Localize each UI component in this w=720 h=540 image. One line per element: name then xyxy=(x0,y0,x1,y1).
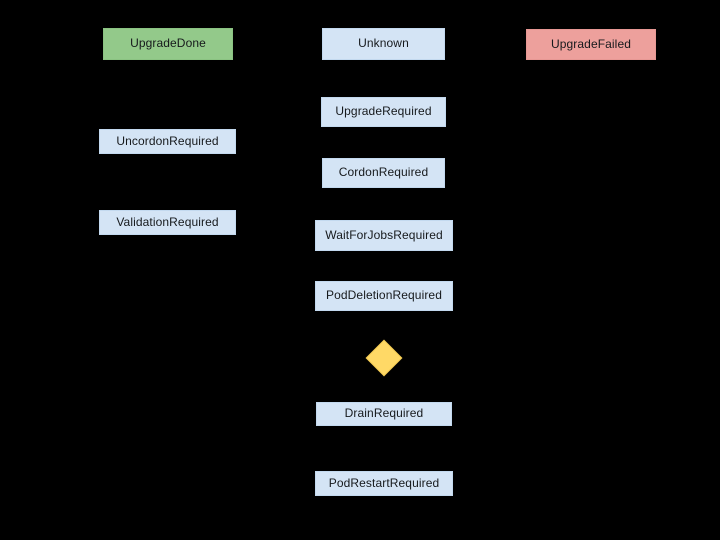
node-uncordon-required[interactable]: UncordonRequired xyxy=(99,129,236,154)
node-label: PodRestartRequired xyxy=(328,475,440,490)
node-pod-deletion-required[interactable]: PodDeletionRequired xyxy=(315,281,453,311)
node-upgrade-required[interactable]: UpgradeRequired xyxy=(321,97,446,127)
node-label: PodDeletionRequired xyxy=(326,288,442,303)
node-label: UncordonRequired xyxy=(116,133,219,148)
node-label: ValidationRequired xyxy=(116,214,219,229)
node-upgrade-done[interactable]: UpgradeDone xyxy=(103,28,233,60)
node-unknown[interactable]: Unknown xyxy=(322,28,445,60)
node-label: Unknown xyxy=(358,36,409,51)
node-pod-restart-required[interactable]: PodRestartRequired xyxy=(315,471,453,496)
node-label: CordonRequired xyxy=(338,165,429,180)
node-label: UpgradeRequired xyxy=(335,104,432,119)
node-label: WaitForJobsRequired xyxy=(325,227,443,242)
decision-diamond[interactable] xyxy=(365,339,403,377)
node-cordon-required[interactable]: CordonRequired xyxy=(322,158,445,188)
node-validation-required[interactable]: ValidationRequired xyxy=(99,210,236,235)
node-wait-for-jobs-required[interactable]: WaitForJobsRequired xyxy=(315,220,453,251)
node-label: UpgradeFailed xyxy=(550,36,631,51)
node-upgrade-failed[interactable]: UpgradeFailed xyxy=(526,29,656,60)
node-label: DrainRequired xyxy=(344,406,424,421)
node-label: UpgradeDone xyxy=(130,36,206,51)
node-drain-required[interactable]: DrainRequired xyxy=(316,402,452,426)
